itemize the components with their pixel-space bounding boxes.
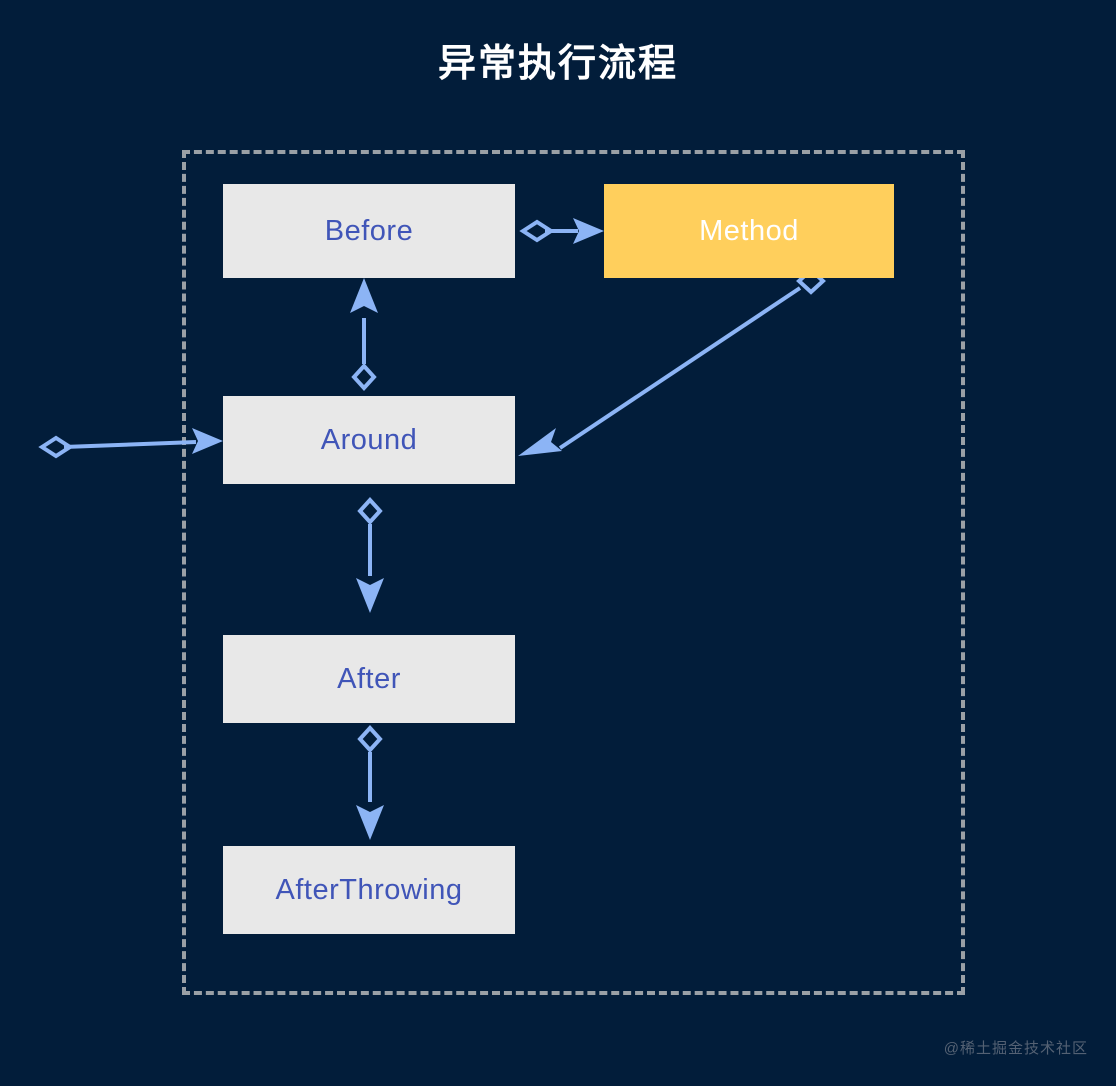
- page-title: 异常执行流程: [437, 43, 678, 85]
- node-before[interactable]: Before: [223, 184, 515, 278]
- aspect-boundary-container: [182, 150, 965, 995]
- watermark: @稀土掘金技术社区: [943, 1040, 1088, 1057]
- node-around[interactable]: Around: [223, 396, 515, 484]
- node-after[interactable]: After: [223, 635, 515, 723]
- node-method[interactable]: Method: [604, 184, 894, 278]
- node-afterthrowing[interactable]: AfterThrowing: [223, 846, 515, 934]
